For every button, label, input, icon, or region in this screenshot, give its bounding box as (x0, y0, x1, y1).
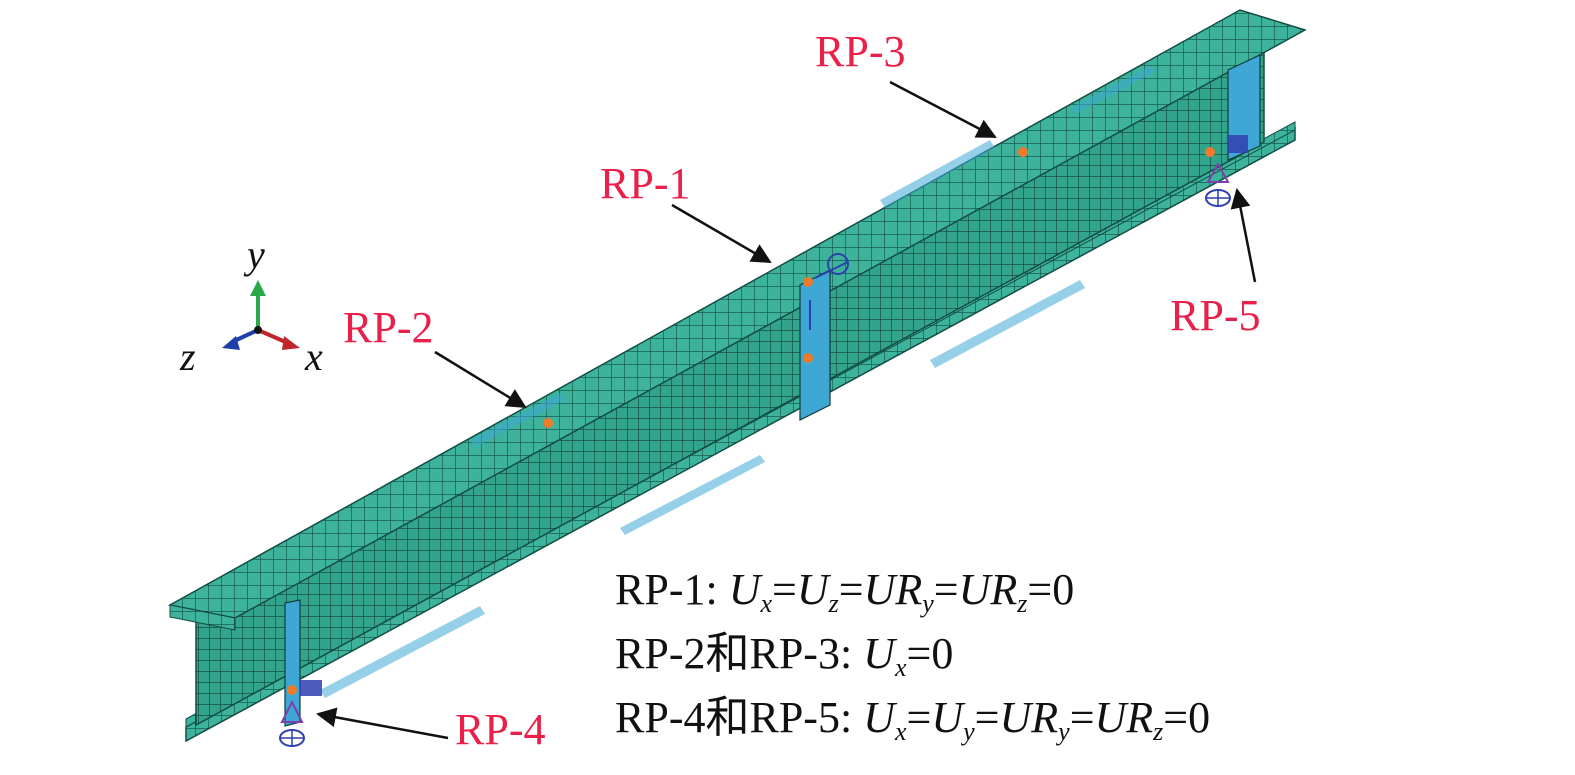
condition-rhs: 0 (1188, 693, 1211, 742)
rp5-support-symbol (1205, 135, 1248, 207)
condition-equals: = (933, 565, 959, 614)
top-flange-edge (169, 604, 236, 631)
rp5-label: RP-5 (1170, 291, 1260, 340)
condition-prefix: RP-2和RP-3: (615, 629, 864, 678)
boundary-condition-line-1: RP-1: Ux=Uz=URy=URz=0 (615, 568, 1074, 617)
axis-label-x: x (304, 334, 323, 379)
condition-equals: = (838, 565, 864, 614)
rp-markers (279, 135, 1248, 747)
condition-term: Uy (931, 693, 975, 746)
boundary-condition-line-3: RP-4和RP-5: Ux=Uy=URy=URz=0 (615, 696, 1210, 745)
condition-equals: = (1027, 565, 1053, 614)
condition-prefix: RP-1: (615, 565, 729, 614)
condition-equals: = (906, 693, 932, 742)
rp4-label: RP-4 (455, 705, 545, 754)
axis-x-arrowhead (282, 336, 300, 350)
rp3-label: RP-3 (815, 27, 905, 76)
rp3-arrow (889, 80, 997, 139)
callout-arrows (316, 80, 1257, 740)
rp2-label: RP-2 (343, 303, 433, 352)
stiffener-right (1227, 54, 1261, 161)
condition-term: Ux (728, 565, 773, 618)
condition-term: URz (1094, 693, 1164, 746)
condition-equals: = (974, 693, 1000, 742)
condition-equals: = (906, 629, 932, 678)
condition-equals: = (772, 565, 797, 614)
rp3-marker (1018, 147, 1028, 157)
condition-prefix: RP-4和RP-5: (615, 693, 864, 742)
top-flange (167, 9, 1307, 619)
boundary-condition-line-2: RP-2和RP-3: Ux=0 (615, 632, 953, 681)
rp5-arrow (1230, 188, 1257, 283)
condition-term: Ux (863, 629, 907, 682)
condition-equals: = (1069, 693, 1095, 742)
condition-term: URy (863, 565, 934, 618)
condition-rhs: 0 (1052, 565, 1075, 614)
condition-rhs: 0 (931, 629, 954, 678)
rp1-arrow (671, 203, 772, 264)
rp1-label: RP-1 (600, 159, 690, 208)
condition-term: URz (958, 565, 1028, 618)
axis-label-y: y (243, 232, 265, 277)
axis-triad: y z x (179, 232, 323, 379)
stiffener-mid (799, 269, 831, 421)
rp1-marker-low (803, 353, 813, 363)
rp2-marker (543, 418, 553, 428)
i-beam (167, 9, 1307, 743)
condition-term: URy (999, 693, 1070, 746)
rp1-constraint-symbol (809, 253, 849, 330)
rp2-arrow (434, 350, 527, 409)
stiffener-left (284, 599, 301, 727)
condition-term: Ux (863, 693, 907, 746)
web (195, 48, 1265, 727)
axis-origin (254, 326, 262, 334)
axis-label-z: z (179, 334, 196, 379)
axis-z-arrowhead (222, 336, 240, 350)
rp1-marker-top (803, 277, 813, 287)
axis-y-arrowhead (250, 280, 266, 296)
condition-term: Uz (796, 565, 839, 618)
rp4-arrow (316, 707, 449, 740)
rp4-support-symbol (279, 680, 322, 747)
condition-equals: = (1163, 693, 1189, 742)
